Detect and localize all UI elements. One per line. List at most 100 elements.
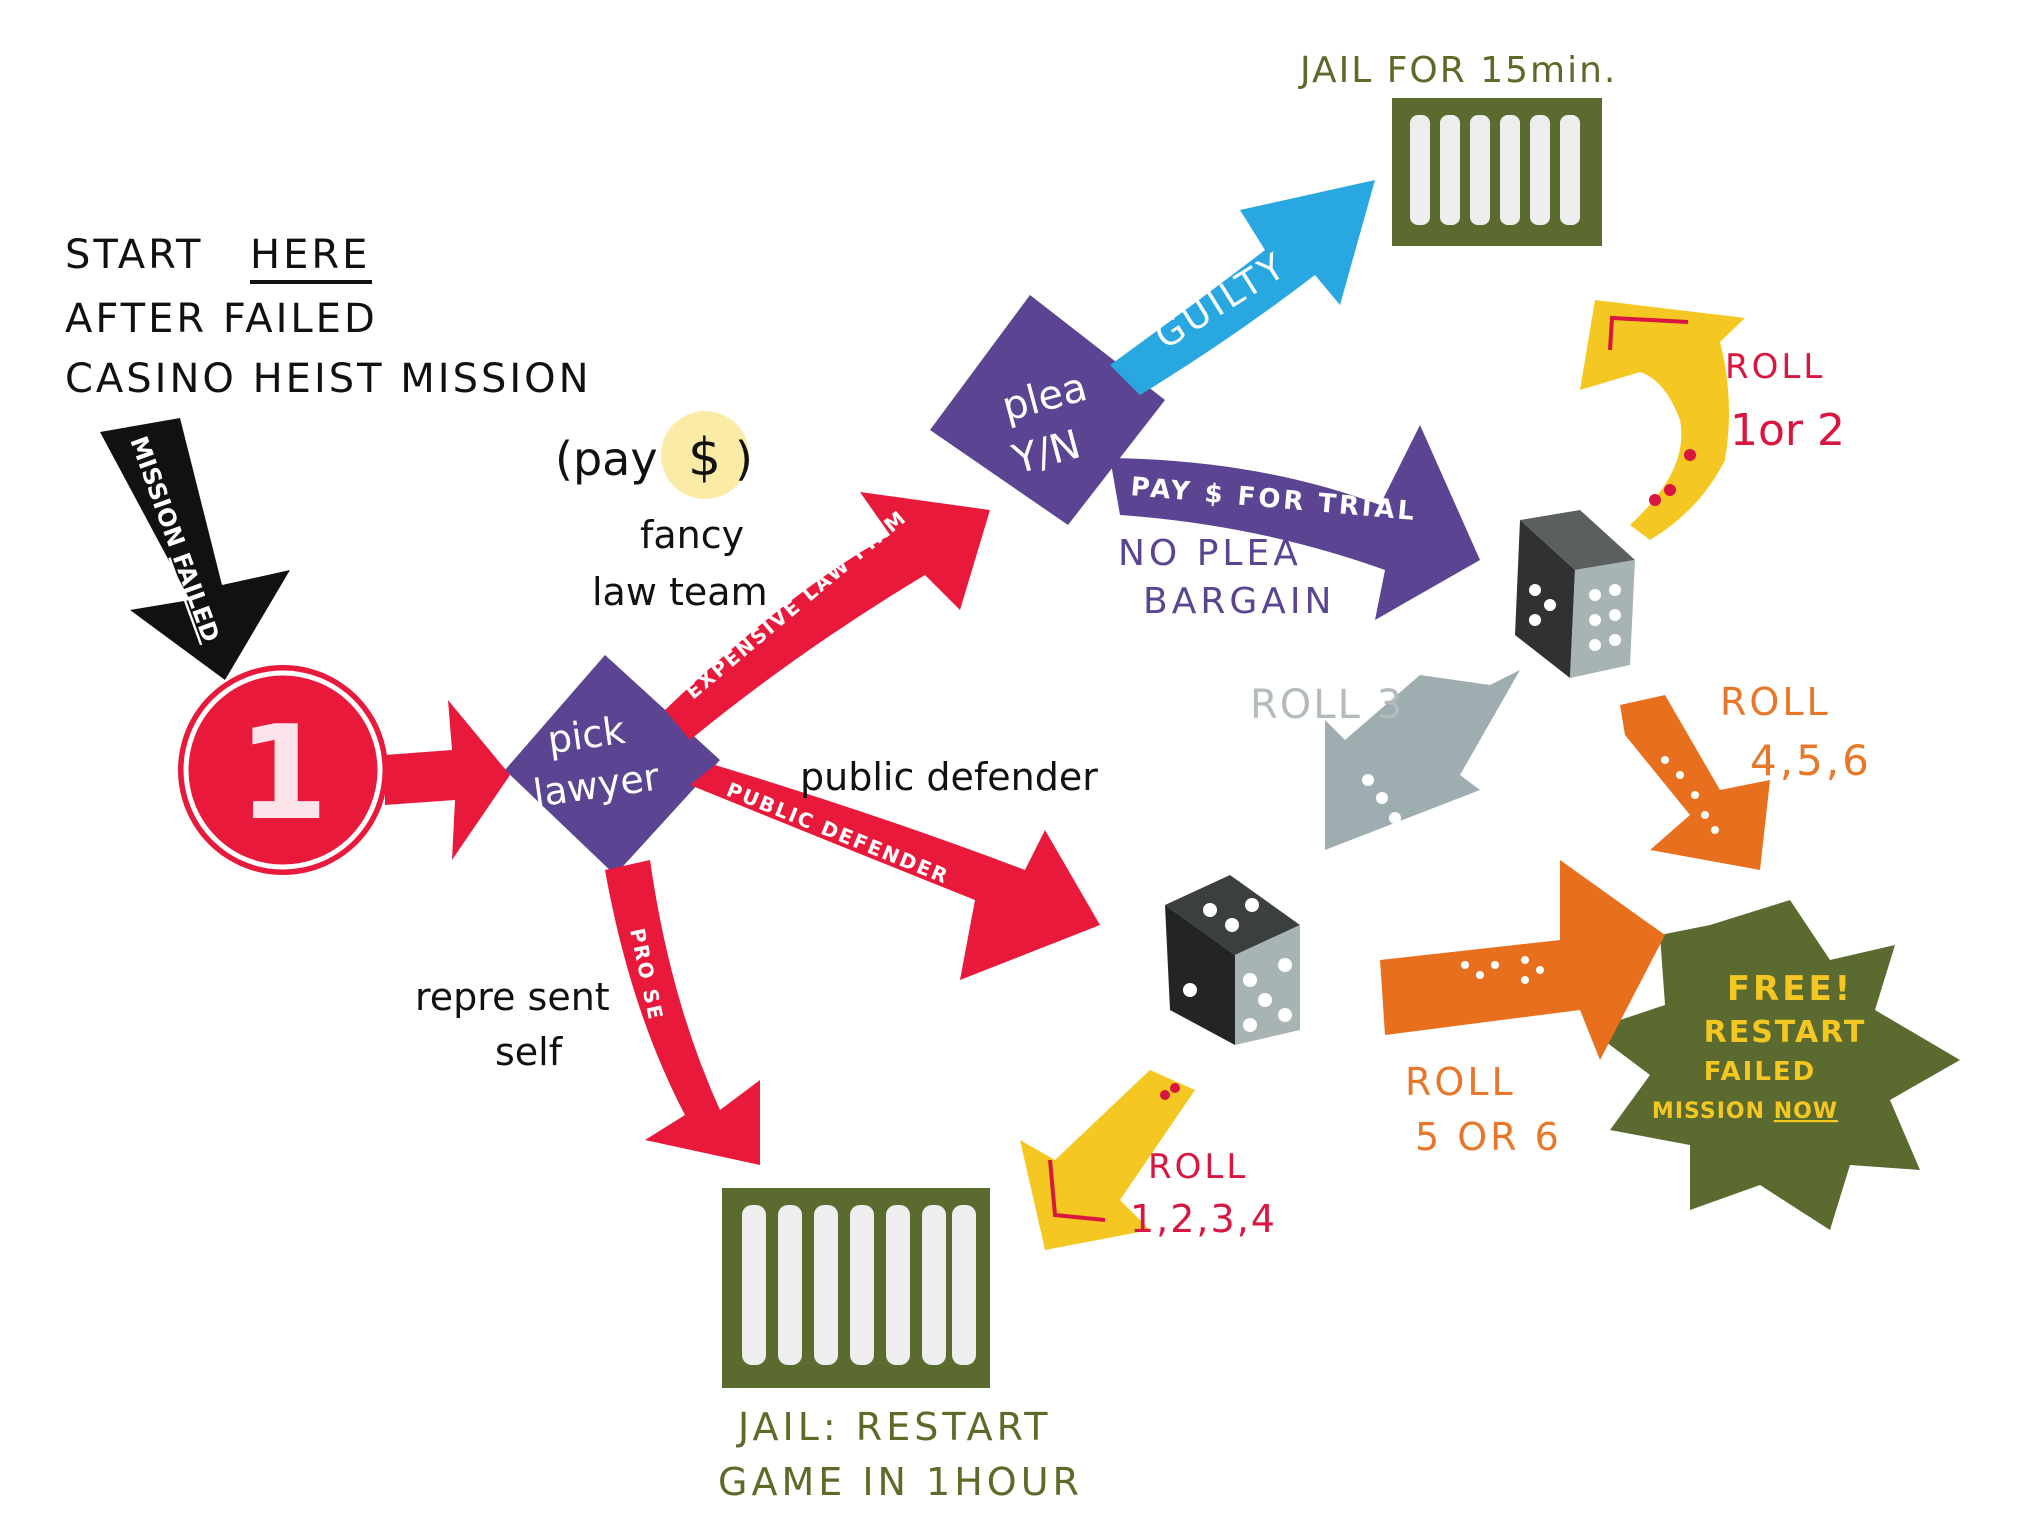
roll456-pip <box>1691 791 1699 799</box>
die-top-pip <box>1529 614 1541 626</box>
roll-1234-arrow: ROLL 1,2,3,4 <box>1020 1070 1277 1250</box>
roll3-label: ROLL 3 <box>1250 682 1404 728</box>
roll56-pip <box>1491 961 1499 969</box>
jail-top-bar <box>1530 115 1550 225</box>
represent-note: repre sent self <box>415 975 610 1074</box>
pick-lawyer-node: pick lawyer <box>505 655 720 875</box>
die-top-pip <box>1589 589 1601 601</box>
jail-top-bar <box>1560 115 1580 225</box>
die-top-right-face <box>1570 560 1635 678</box>
public-defender-note: public defender <box>800 755 1098 799</box>
die-top-pip <box>1589 639 1601 651</box>
die-top-left-face <box>1515 520 1575 678</box>
expensive-arrow-shape <box>665 492 990 740</box>
pick-lawyer-line1: pick <box>545 708 628 762</box>
free-line3: FAILED <box>1704 1057 1816 1087</box>
roll456-line2: 4,5,6 <box>1750 736 1872 785</box>
die-top-face <box>1520 510 1635 570</box>
free-line1: FREE! <box>1727 969 1853 1009</box>
roll-3-arrow: ROLL 3 <box>1250 670 1520 850</box>
free-line4: MISSION NOW <box>1652 1099 1838 1124</box>
roll56-pip <box>1536 966 1544 974</box>
free-line2: RESTART <box>1704 1015 1867 1050</box>
jail-top: JAIL FOR 15min. <box>1298 50 1617 246</box>
pro-se-arrow: PRO SE <box>605 860 760 1165</box>
jail-top-bar <box>1410 115 1430 225</box>
roll12-pip <box>1649 494 1661 506</box>
die-bottom-pip <box>1203 903 1217 917</box>
jail-bottom-bar <box>850 1205 874 1365</box>
die-top-pip <box>1544 599 1556 611</box>
arrow-start-to-lawyer <box>385 700 510 860</box>
guilty-arrow: GUILTY <box>1110 180 1375 395</box>
fancy-law-note: (pay $ ) fancy law team <box>555 411 768 614</box>
trial-arrow: PAY $ FOR TRIAL <box>1110 425 1480 620</box>
roll456-pip <box>1676 771 1684 779</box>
jail-top-label: JAIL FOR 15min. <box>1298 50 1617 91</box>
roll1234-line2: 1,2,3,4 <box>1130 1197 1277 1241</box>
no-plea-line1: NO PLEA <box>1118 533 1302 574</box>
die-bottom-pip <box>1225 918 1239 932</box>
fancy-line2: law team <box>592 570 768 614</box>
fancy-pay-open: (pay <box>555 432 658 486</box>
guilty-arrow-shape <box>1110 180 1375 395</box>
jail-bottom-line1: JAIL: RESTART <box>736 1405 1051 1449</box>
trial-arrow-shape <box>1110 425 1480 620</box>
mission-failed-arrow: MISSION FAILED <box>100 418 290 680</box>
die-bottom-left-face <box>1165 905 1235 1045</box>
die-bottom-pip <box>1278 958 1292 972</box>
start-circle <box>178 665 388 875</box>
plea-diamond <box>930 295 1165 525</box>
free-star-node: FREE! RESTART FAILED MISSION NOW <box>1590 900 1960 1230</box>
die-bottom-pip <box>1243 1018 1257 1032</box>
jail-top-bar <box>1470 115 1490 225</box>
fancy-dollar: $ <box>688 428 721 488</box>
intro-line1: START <box>65 232 203 278</box>
jail-bottom-bar <box>886 1205 910 1365</box>
die-top-pip <box>1609 584 1621 596</box>
roll56-pip <box>1461 961 1469 969</box>
roll3-pip <box>1376 792 1388 804</box>
jail-bottom-bar <box>778 1205 802 1365</box>
roll1234-arrow-mark <box>1048 1159 1106 1222</box>
roll12-arrow-shape <box>1580 300 1745 540</box>
roll56-line1: ROLL <box>1405 1060 1516 1104</box>
roll456-line1: ROLL <box>1720 680 1831 724</box>
jail-top-bar <box>1500 115 1520 225</box>
roll456-pip <box>1661 756 1669 764</box>
roll1234-pip <box>1170 1083 1180 1093</box>
jail-bottom-bar <box>814 1205 838 1365</box>
die-top-pip <box>1589 614 1601 626</box>
die-bottom-pip <box>1258 993 1272 1007</box>
represent-line1: repre sent <box>415 975 610 1019</box>
start-circle-ring <box>183 670 383 870</box>
mission-failed-arrow-shape <box>100 418 290 680</box>
roll1234-pip <box>1160 1090 1170 1100</box>
intro-line2: AFTER FAILED <box>65 296 378 342</box>
free-star-shape <box>1590 900 1960 1230</box>
roll56-pip <box>1476 971 1484 979</box>
start-node: 1 <box>178 665 388 875</box>
roll456-pip <box>1711 826 1719 834</box>
jail-bottom-bar <box>922 1205 946 1365</box>
plea-node: plea Y/N <box>930 295 1165 525</box>
die-bottom-pip <box>1245 898 1259 912</box>
roll1234-line1: ROLL <box>1148 1147 1248 1187</box>
roll12-line2: 1or 2 <box>1730 405 1845 456</box>
roll12-pip <box>1684 449 1696 461</box>
represent-line2: self <box>495 1030 564 1074</box>
die-bottom-top-face <box>1165 875 1300 955</box>
start-number: 1 <box>238 697 328 849</box>
roll3-pip <box>1362 774 1374 786</box>
no-plea-label: NO PLEA BARGAIN <box>1118 533 1331 622</box>
roll56-pip <box>1521 976 1529 984</box>
die-top <box>1515 510 1635 678</box>
roll56-line2: 5 OR 6 <box>1415 1115 1562 1159</box>
jail-top-bar <box>1440 115 1460 225</box>
pick-lawyer-diamond <box>505 655 720 875</box>
die-bottom-pip <box>1243 973 1257 987</box>
intro-text: START HERE AFTER FAILED CASINO HEIST MIS… <box>65 232 589 402</box>
roll3-arrow-shape <box>1325 670 1520 850</box>
pro-se-arrow-shape <box>605 860 760 1165</box>
